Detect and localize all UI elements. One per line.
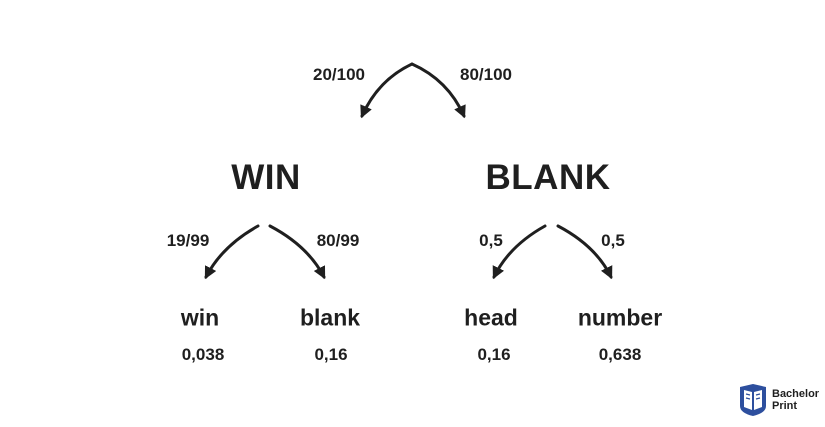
leaf-number-label: number xyxy=(577,304,663,331)
prob-win-right: 80/99 xyxy=(316,231,360,250)
logo-line2: Print xyxy=(772,400,798,412)
arrow-root-to-blank xyxy=(410,62,466,119)
arrow-root-to-win xyxy=(360,62,414,119)
prob-blank-left: 0,5 xyxy=(479,231,503,250)
book-shield-icon xyxy=(740,384,766,416)
leaf-win-value: 0,038 xyxy=(181,345,225,364)
leaf-blank-value: 0,16 xyxy=(314,345,348,364)
leaf-head-label: head xyxy=(464,304,518,331)
leaf-win-label: win xyxy=(180,304,220,331)
node-win: WIN xyxy=(231,158,301,197)
arrow-win-to-win xyxy=(204,224,260,280)
leaf-head-value: 0,16 xyxy=(477,345,511,364)
prob-blank-right: 0,5 xyxy=(601,231,625,250)
arrow-blank-to-number xyxy=(556,224,613,280)
bachelorprint-logo: Bachelor Print xyxy=(738,384,819,416)
leaf-number-value: 0,638 xyxy=(598,345,642,364)
leaf-blank-label: blank xyxy=(299,304,361,331)
arrow-win-to-blank xyxy=(268,224,326,280)
logo-wordmark: Bachelor Print xyxy=(772,388,819,412)
arrow-blank-to-head xyxy=(492,224,547,280)
prob-win-left: 19/99 xyxy=(166,231,210,250)
node-blank: BLANK xyxy=(485,158,611,197)
prob-root-left: 20/100 xyxy=(313,65,365,84)
logo-line1: Bachelor xyxy=(772,388,820,400)
prob-root-right: 80/100 xyxy=(460,65,512,84)
